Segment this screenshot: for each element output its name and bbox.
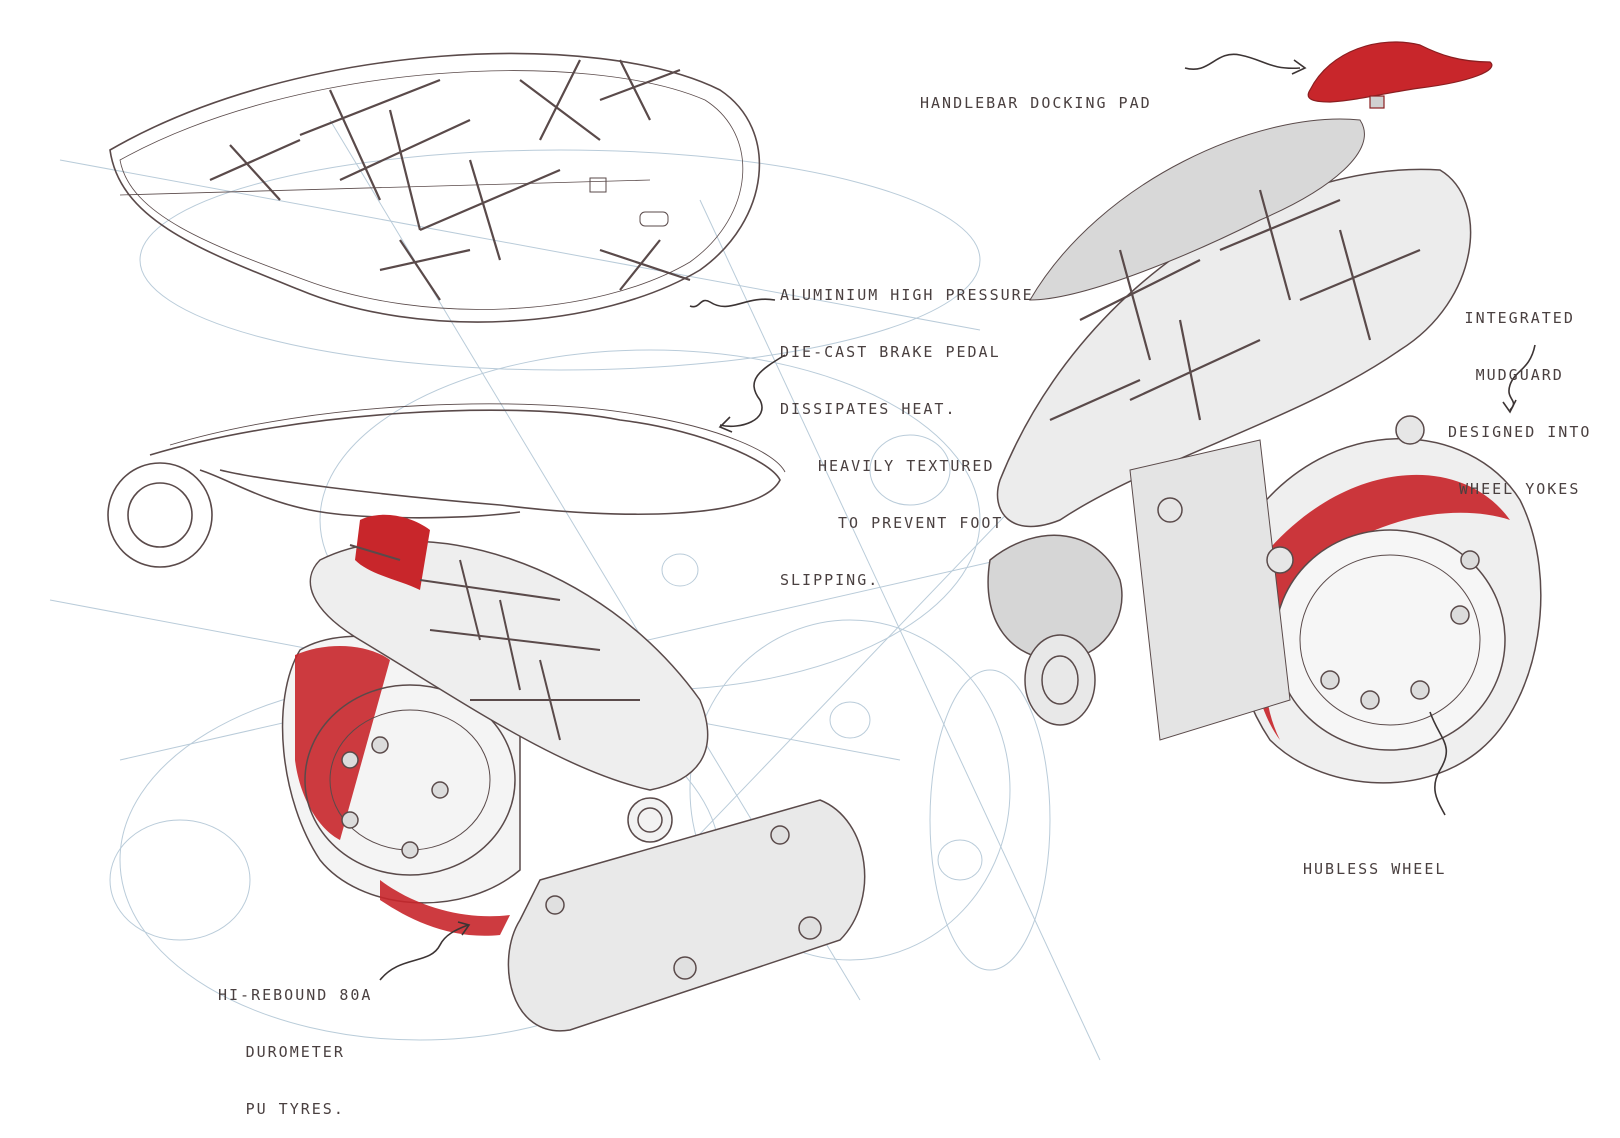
- label-line: die-cast brake pedal: [780, 343, 1001, 361]
- label-line: slipping.: [780, 571, 880, 589]
- label-mudguard: Integrated mudguard designed into wheel …: [1448, 271, 1591, 518]
- label-line: Hubless wheel: [1303, 860, 1447, 878]
- label-line: Hi-rebound 80A: [218, 986, 373, 1004]
- label-line: Integrated: [1464, 309, 1575, 327]
- pedal-plan-grip-pattern: [209, 59, 691, 301]
- skate-assembly-right: [987, 118, 1542, 784]
- pedal-plan-view: [109, 52, 761, 323]
- sketch-canvas: [49, 41, 1542, 1061]
- skate-right-grip-pattern: [1049, 189, 1421, 422]
- label-line: dissipates heat.: [780, 400, 957, 418]
- skate-left-grip-pattern: [349, 544, 640, 741]
- label-tyres: Hi-rebound 80A durometer PU tyres.: [218, 948, 372, 1138]
- label-hubless-wheel: Hubless wheel: [1303, 822, 1446, 898]
- label-line: wheel yokes: [1459, 480, 1581, 498]
- label-line: PU tyres.: [245, 1100, 345, 1118]
- label-line: durometer: [245, 1043, 345, 1061]
- label-line: Aluminium high pressure: [780, 286, 1034, 304]
- pedal-side-view: [107, 403, 786, 568]
- label-line: to prevent foot: [838, 514, 1004, 532]
- label-line: designed into: [1448, 423, 1592, 441]
- label-line: Handlebar docking pad: [920, 94, 1152, 112]
- skate-assembly-left: [281, 514, 866, 1032]
- handlebar-docking-pad: [1307, 41, 1493, 109]
- leader-arrows: [379, 53, 1536, 981]
- label-line: Heavily textured: [818, 457, 995, 475]
- label-brake-pedal: Aluminium high pressure die-cast brake p…: [780, 248, 1034, 609]
- label-line: mudguard: [1475, 366, 1564, 384]
- label-handlebar-docking-pad: Handlebar docking pad: [920, 56, 1152, 132]
